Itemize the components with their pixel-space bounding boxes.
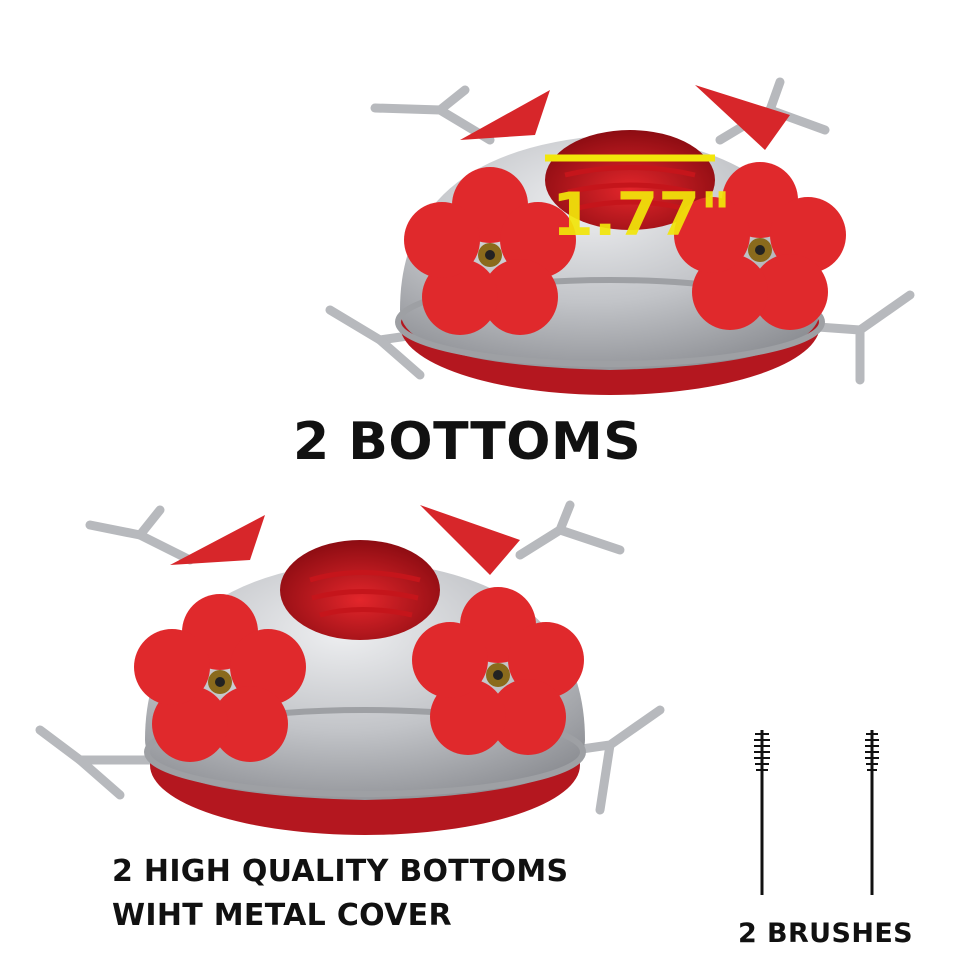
hole-diameter-label: 1.77" xyxy=(552,180,732,250)
flower-port-icon xyxy=(404,162,846,335)
brushes-label: 2 BRUSHES xyxy=(738,918,914,949)
perch-icon xyxy=(35,500,665,815)
brushes-image xyxy=(754,730,879,895)
brush-icon xyxy=(754,730,770,895)
feeder-bottom-top-image xyxy=(325,77,915,395)
brush-icon xyxy=(865,730,879,895)
flower-port-icon xyxy=(134,587,584,762)
caption-line-2: WIHT METAL COVER xyxy=(112,898,452,933)
feeder-bottom-front-image xyxy=(35,500,665,835)
caption-line-1: 2 HIGH QUALITY BOTTOMS xyxy=(112,854,569,889)
flower-port-icon xyxy=(460,85,790,150)
caption-quality: 2 HIGH QUALITY BOTTOMS WIHT METAL COVER xyxy=(112,850,568,938)
flower-port-icon xyxy=(170,505,520,575)
